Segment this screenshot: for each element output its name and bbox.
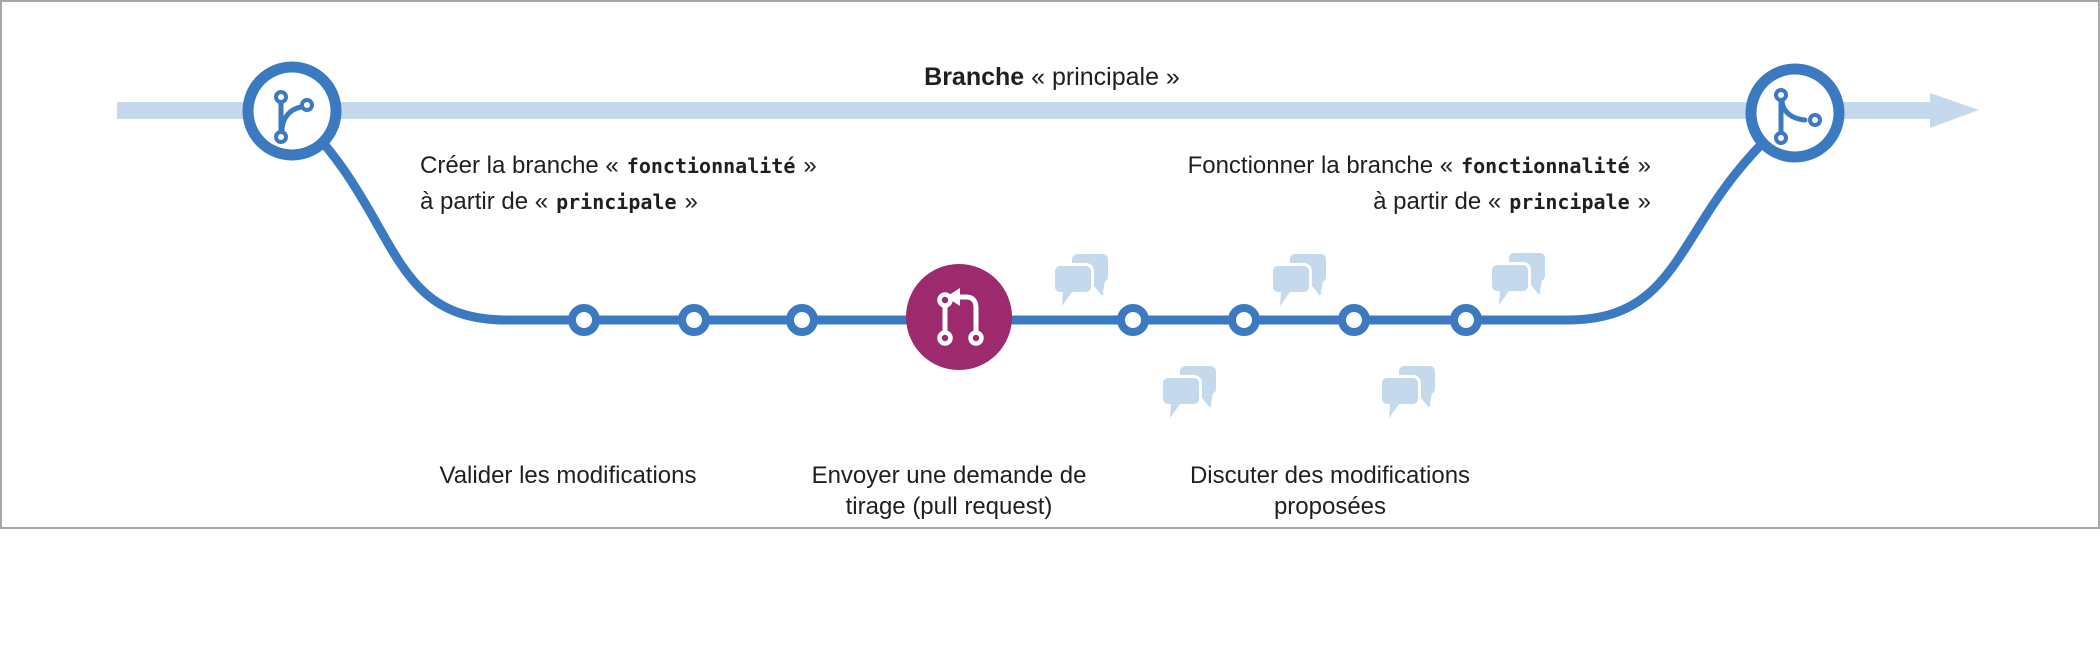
comments-icon xyxy=(1055,254,1108,306)
commit-dot xyxy=(1117,304,1149,336)
git-merge-icon xyxy=(1745,63,1845,163)
discuss-step-line1: Discuter des modifications xyxy=(1189,462,1471,489)
title-bold: Branche xyxy=(924,63,1025,91)
main-branch-arrow xyxy=(117,93,1979,128)
code-principale: principale xyxy=(556,190,677,214)
feature-branch-line xyxy=(287,105,1800,325)
discuss-step-line2: proposées xyxy=(1273,493,1387,520)
pull-request-step-label: Envoyer une demande de tirage (pull requ… xyxy=(689,460,1209,522)
comment-bubbles xyxy=(1055,253,1545,418)
commit-step-label: Valider les modifications xyxy=(439,462,697,489)
comments-icon xyxy=(1382,366,1435,418)
diagram-panel: Branche « principale » Créer la branche … xyxy=(0,0,2100,529)
code-principale: principale xyxy=(1509,190,1630,214)
create-branch-line2: à partir de «principale» xyxy=(420,188,698,215)
comments-icon xyxy=(1163,366,1216,418)
work-branch-label: Fonctionner la branche «fonctionnalité» … xyxy=(1188,148,1651,220)
commit-dot xyxy=(568,304,600,336)
discuss-step-label: Discuter des modifications proposées xyxy=(1070,460,1590,522)
work-branch-line1: Fonctionner la branche «fonctionnalité» xyxy=(1187,152,1651,179)
commit-dot xyxy=(678,304,710,336)
git-branch-icon xyxy=(242,61,342,161)
create-branch-label: Créer la branche «fonctionnalité» à part… xyxy=(420,148,817,220)
code-fonctionnalite: fonctionnalité xyxy=(626,154,796,178)
commit-dot xyxy=(1450,304,1482,336)
work-branch-line2: à partir de «principale» xyxy=(1373,188,1651,215)
create-branch-line1: Créer la branche «fonctionnalité» xyxy=(420,152,817,179)
commit-dot xyxy=(1228,304,1260,336)
code-fonctionnalite: fonctionnalité xyxy=(1461,154,1630,178)
pull-request-step-line2: tirage (pull request) xyxy=(845,493,1053,520)
commit-dot xyxy=(786,304,818,336)
comments-icon xyxy=(1492,253,1545,305)
commit-dot xyxy=(1338,304,1370,336)
diagram-canvas xyxy=(117,61,1979,531)
title-rest: « principale » xyxy=(1024,63,1180,91)
main-branch-title: Branche « principale » xyxy=(2,63,2100,92)
pull-request-icon xyxy=(906,264,1012,370)
comments-icon xyxy=(1273,254,1326,306)
pull-request-step-line1: Envoyer une demande de xyxy=(811,462,1087,489)
commit-dots xyxy=(568,304,1482,336)
